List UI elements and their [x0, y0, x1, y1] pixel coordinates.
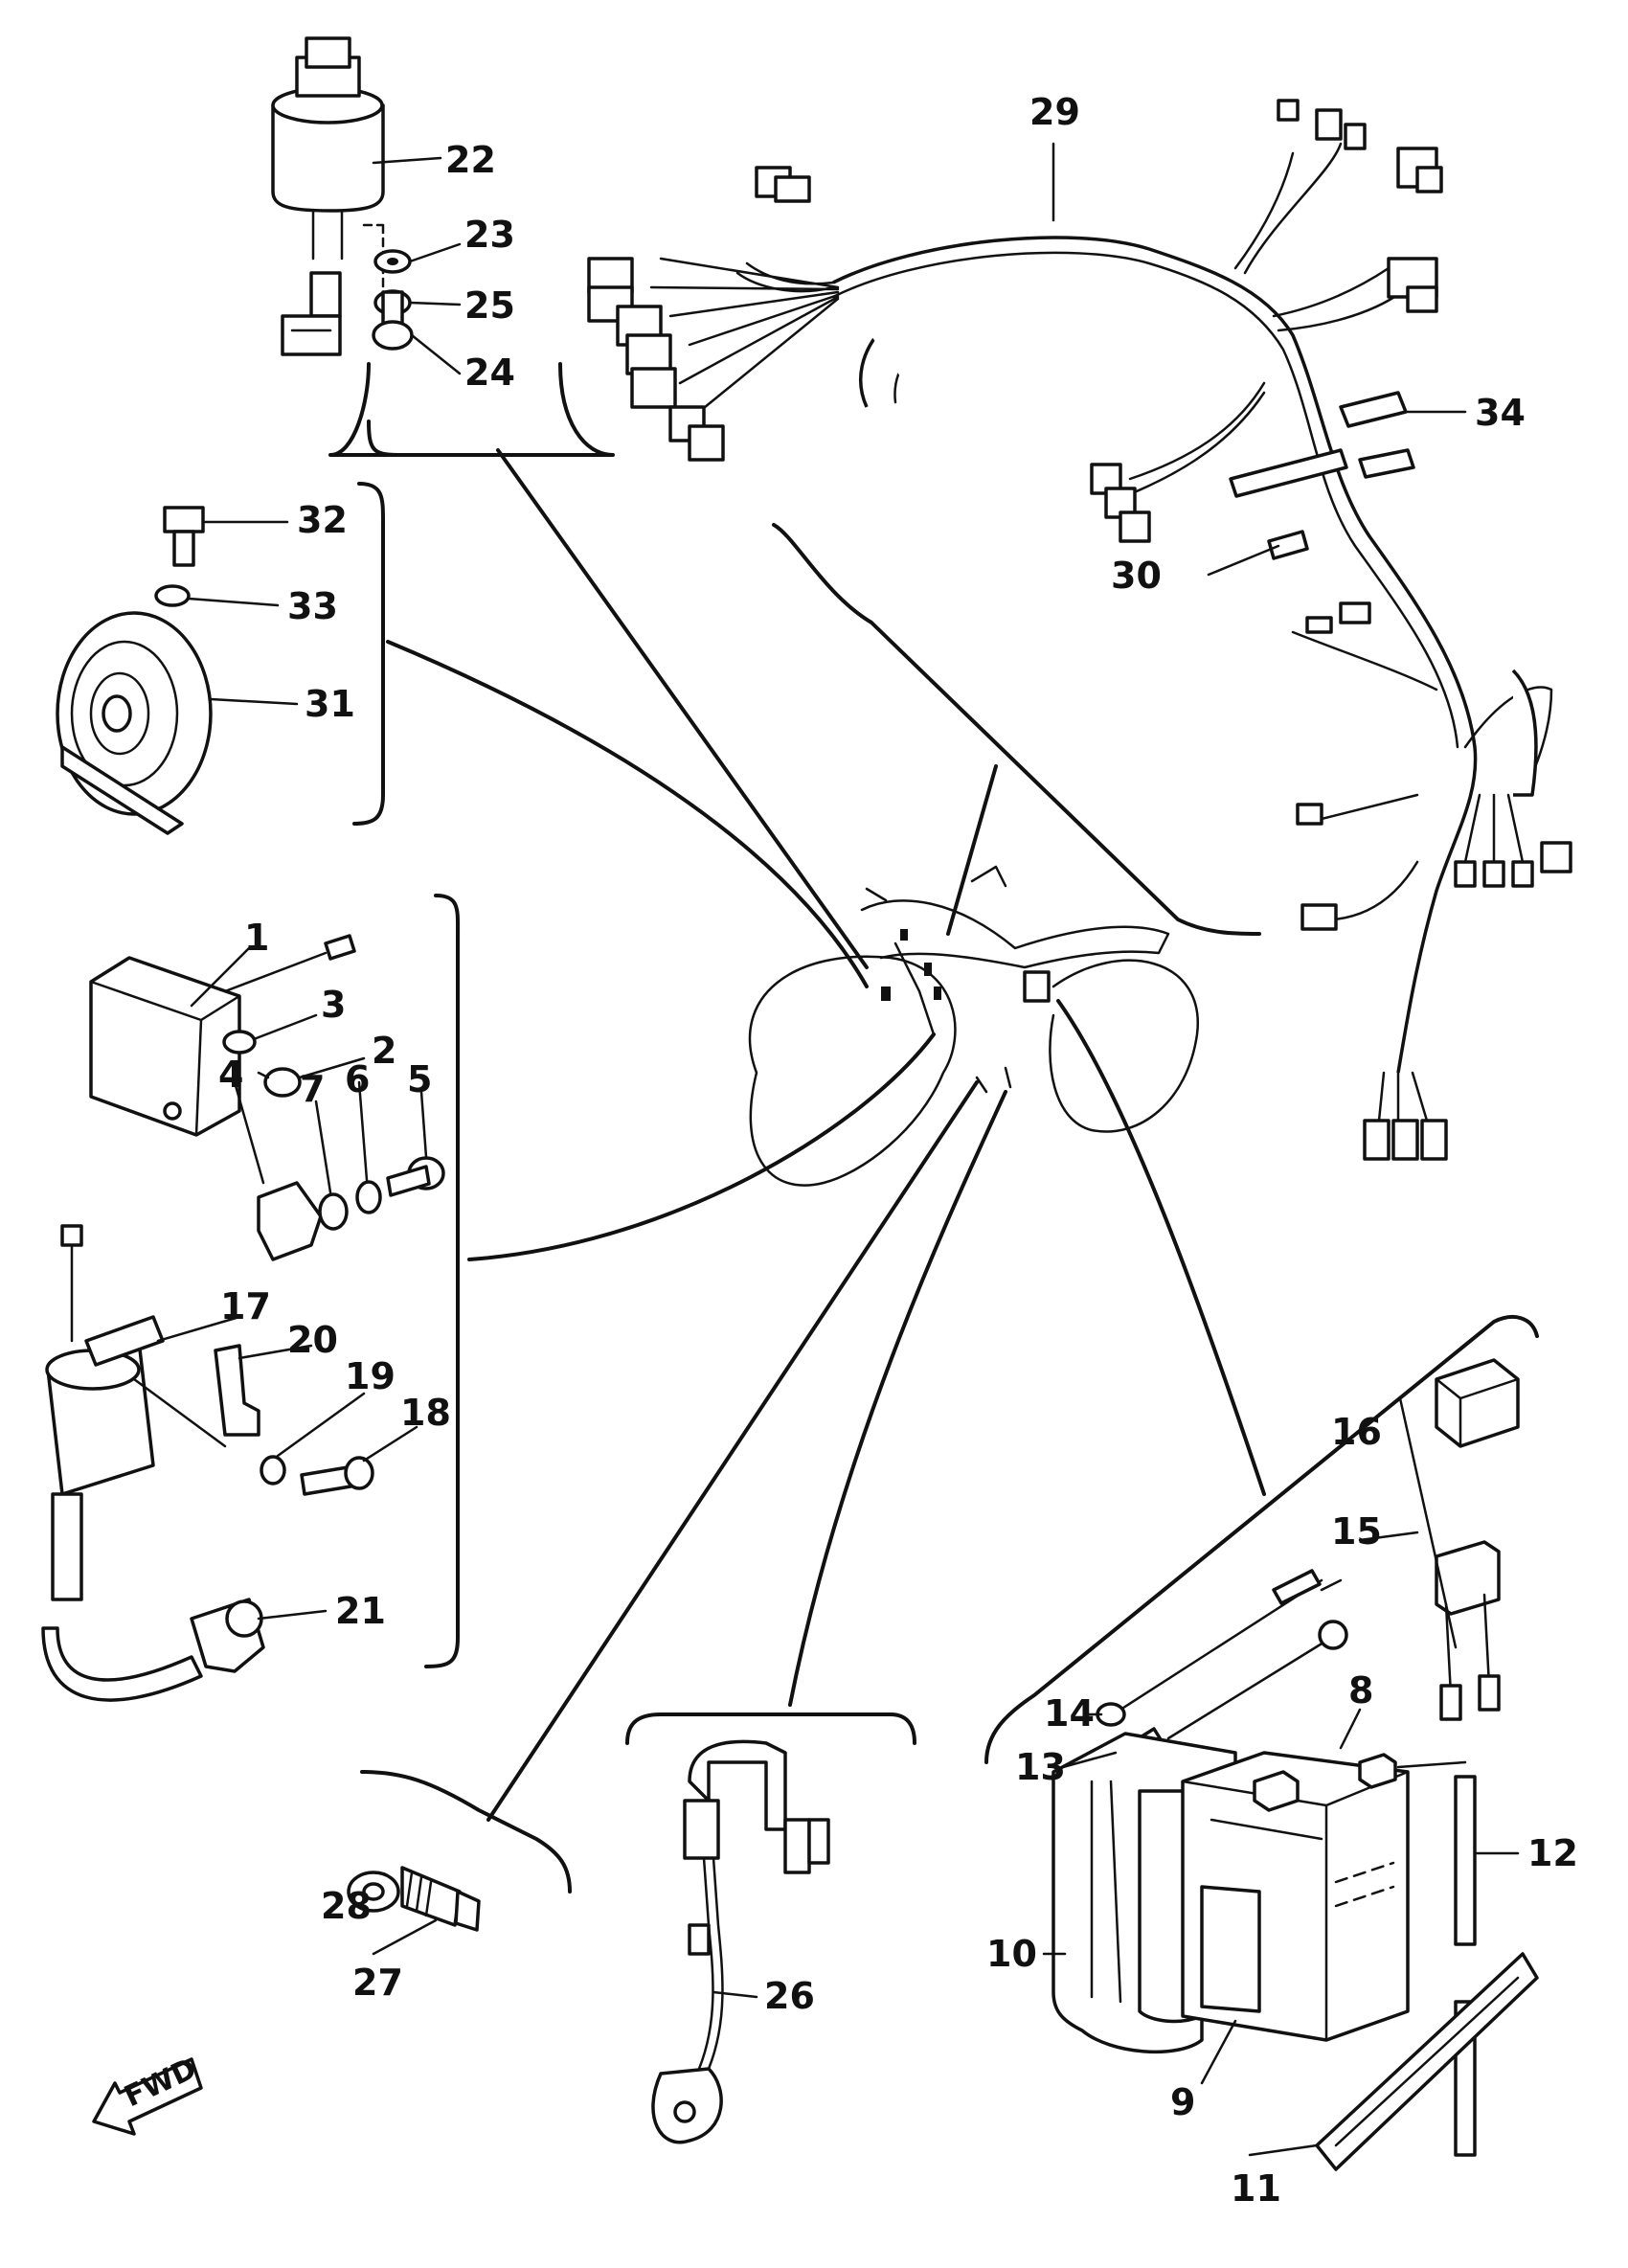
ignition-coil — [45, 1224, 227, 1601]
part-4-bracket — [257, 1181, 323, 1261]
part-34-clamp — [1229, 391, 1415, 498]
part-32-bolt — [163, 506, 205, 567]
ignition-switch — [271, 36, 385, 356]
part-33-nut — [154, 584, 191, 607]
callout-8: 8 — [1348, 1669, 1373, 1712]
callout-22: 22 — [445, 139, 496, 181]
callout-16: 16 — [1331, 1411, 1382, 1453]
regulator — [89, 934, 356, 1137]
callout-12: 12 — [1527, 1832, 1578, 1874]
part-8-battery — [1181, 1751, 1410, 2042]
part-28-gasket — [347, 1871, 400, 1913]
part-27-neutral-switch — [400, 1866, 481, 1932]
forward-arrow: FWD — [92, 2052, 203, 2136]
group-brackets — [328, 362, 1539, 1894]
callout-21: 21 — [335, 1590, 386, 1632]
part-7-washer — [318, 1192, 349, 1231]
callout-19: 19 — [345, 1355, 396, 1397]
part-3-washer — [222, 1030, 257, 1055]
callout-numbers: 22 23 25 24 29 34 30 32 33 31 1 3 2 4 7 … — [218, 91, 1578, 2210]
callout-leaders — [156, 142, 1520, 2157]
part-11-battery-strap — [1315, 1952, 1539, 2171]
part-30-fuse-holder — [1267, 530, 1309, 560]
callout-11: 11 — [1231, 2167, 1281, 2210]
callout-18: 18 — [400, 1392, 451, 1434]
callout-13: 13 — [1015, 1746, 1066, 1788]
callout-4: 4 — [218, 1054, 243, 1096]
part-15-fuse-box — [1435, 1540, 1501, 1721]
part-14-cable — [1096, 1569, 1343, 1727]
callout-14: 14 — [1044, 1692, 1095, 1735]
callout-34: 34 — [1475, 392, 1526, 434]
part-24-bolt — [372, 290, 414, 351]
leader-9 — [1200, 2019, 1237, 2085]
callout-23: 23 — [464, 214, 515, 256]
callout-3: 3 — [321, 984, 346, 1026]
callout-29: 29 — [1029, 91, 1080, 133]
wire-harness — [649, 142, 1553, 1123]
callout-9: 9 — [1170, 2081, 1195, 2123]
callout-2: 2 — [372, 1030, 396, 1072]
part-20-bracket — [214, 1344, 260, 1437]
part-10-battery-case — [1051, 1732, 1237, 2054]
callout-7: 7 — [300, 1068, 325, 1110]
leader-lines — [386, 448, 1266, 1822]
callout-6: 6 — [345, 1058, 370, 1100]
part-6-washer — [355, 1180, 382, 1214]
part-26-lead-wire — [651, 1739, 830, 2144]
spark-plug-cap — [41, 1598, 265, 1702]
harness-connectors — [587, 99, 1572, 1161]
callout-24: 24 — [464, 352, 515, 394]
callout-26: 26 — [764, 1975, 815, 2017]
callout-20: 20 — [287, 1319, 338, 1361]
callout-32: 32 — [297, 499, 348, 541]
part-23-washer — [373, 249, 412, 274]
callout-27: 27 — [352, 1962, 403, 2004]
horn — [56, 611, 213, 835]
callout-25: 25 — [464, 284, 515, 327]
callout-15: 15 — [1331, 1510, 1382, 1553]
frame-outline — [748, 865, 1199, 1187]
callout-33: 33 — [287, 585, 338, 627]
part-5-bolt — [386, 1156, 445, 1197]
callout-28: 28 — [321, 1885, 372, 1927]
callout-5: 5 — [407, 1058, 432, 1100]
part-19-washer — [260, 1455, 286, 1486]
part-16-relay — [1435, 1358, 1520, 1448]
callout-30: 30 — [1111, 555, 1162, 597]
callout-17: 17 — [220, 1285, 271, 1327]
callout-1: 1 — [244, 917, 269, 959]
part-2-screw — [257, 1067, 302, 1098]
part-18-bolt — [300, 1456, 374, 1496]
callout-10: 10 — [986, 1933, 1037, 1975]
callout-31: 31 — [305, 683, 355, 725]
